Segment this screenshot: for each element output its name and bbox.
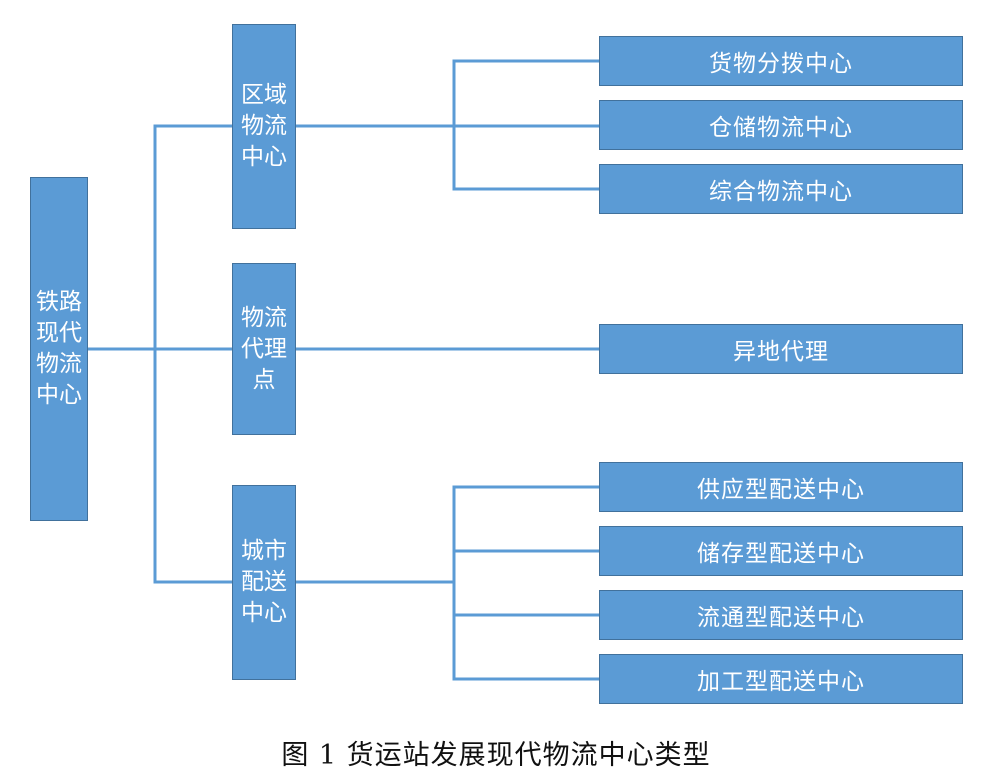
- leaf-node-label: 仓储物流中心: [709, 115, 853, 141]
- figure-caption: 图 1 货运站发展现代物流中心类型: [281, 740, 711, 771]
- leaf-node-label: 货物分拨中心: [709, 51, 853, 77]
- leaf-node-label: 综合物流中心: [709, 179, 853, 205]
- leaf-node: 流通型配送中心: [599, 590, 963, 640]
- leaf-node: 货物分拨中心: [599, 36, 963, 86]
- leaf-node-label: 供应型配送中心: [697, 477, 865, 503]
- category-node-label: 区域物流中心: [241, 82, 287, 170]
- root-node-label: 铁路现代物流中心: [36, 289, 82, 408]
- leaf-node: 综合物流中心: [599, 164, 963, 214]
- category-node-label: 物流代理点: [241, 304, 287, 393]
- category-node-label: 城市配送中心: [241, 538, 287, 626]
- category-node-regional-logistics: 区域物流中心: [232, 24, 296, 229]
- leaf-node-label: 异地代理: [733, 339, 829, 365]
- leaf-node: 仓储物流中心: [599, 100, 963, 150]
- leaf-node-label: 储存型配送中心: [697, 541, 865, 567]
- category-node-city-distribution: 城市配送中心: [232, 485, 296, 680]
- leaf-node: 储存型配送中心: [599, 526, 963, 576]
- root-node: 铁路现代物流中心: [30, 177, 88, 521]
- leaf-node-label: 加工型配送中心: [697, 669, 865, 695]
- leaf-node: 加工型配送中心: [599, 654, 963, 704]
- leaf-node-label: 流通型配送中心: [697, 605, 865, 631]
- leaf-node: 异地代理: [599, 324, 963, 374]
- category-node-logistics-agency: 物流代理点: [232, 263, 296, 435]
- leaf-node: 供应型配送中心: [599, 462, 963, 512]
